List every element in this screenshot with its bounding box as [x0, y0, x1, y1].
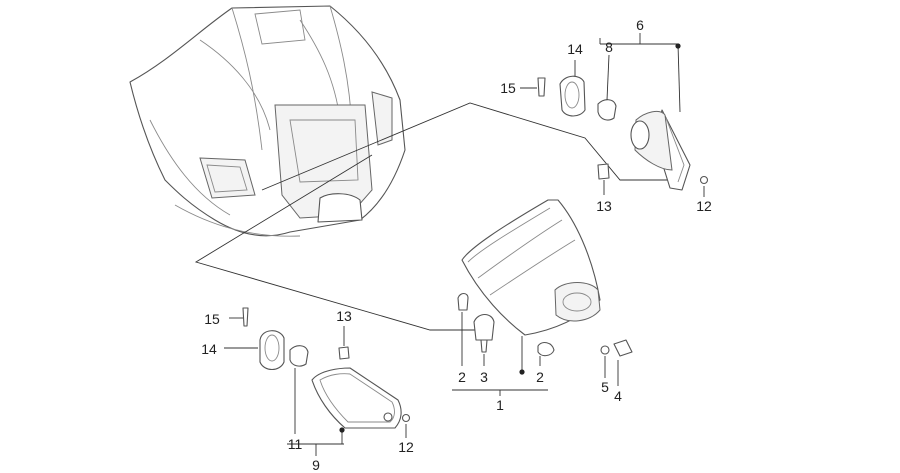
- callout-13-right: 13: [596, 198, 612, 214]
- leader-dots: [339, 43, 681, 433]
- callout-14-right: 14: [567, 41, 583, 57]
- callout-15-left: 15: [204, 311, 220, 327]
- leader-dot: [519, 369, 525, 375]
- callout-2-right: 2: [536, 369, 544, 385]
- callout-13-left: 13: [336, 308, 352, 324]
- callout-6: 6: [636, 17, 644, 33]
- callout-11: 11: [288, 436, 303, 452]
- callout-labels: 6 8 14 15 13 12 2 3 2 1 5 4 15 14 13 11 …: [201, 17, 712, 473]
- callout-2-left: 2: [458, 369, 466, 385]
- callout-12-right: 12: [696, 198, 712, 214]
- callout-9: 9: [312, 457, 320, 473]
- leader-dot: [339, 427, 345, 433]
- leader-dot: [675, 43, 681, 49]
- right-turn-signal-assembly: [537, 75, 709, 191]
- assembly-guide-lines: [194, 102, 672, 331]
- callout-4: 4: [614, 388, 622, 404]
- scooter-front-body: [129, 5, 406, 237]
- callout-5: 5: [601, 379, 609, 395]
- callout-15-right: 15: [500, 80, 516, 96]
- callout-8: 8: [605, 39, 613, 55]
- leader-lines: [224, 33, 705, 456]
- callout-3: 3: [480, 369, 488, 385]
- left-turn-signal-assembly: [242, 307, 411, 429]
- headlamp-assembly: [457, 199, 633, 357]
- callout-1: 1: [496, 397, 504, 413]
- callout-12-left: 12: [398, 439, 414, 455]
- callout-14-left: 14: [201, 341, 217, 357]
